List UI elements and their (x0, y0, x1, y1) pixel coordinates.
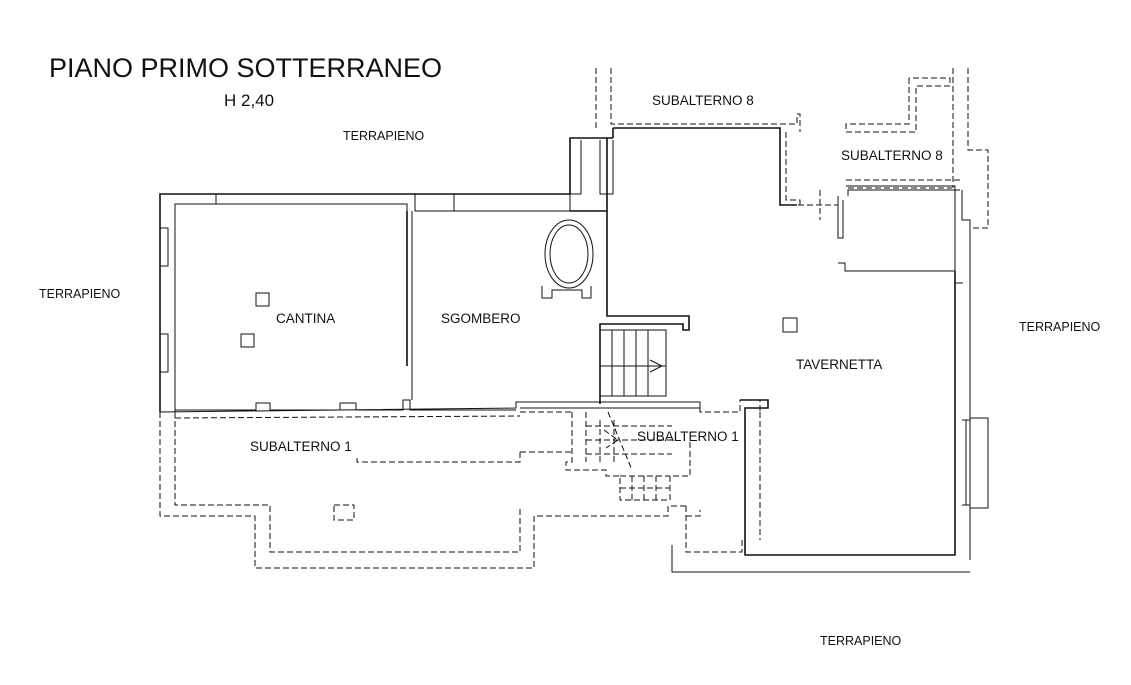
room-label-sgombero: SGOMBERO (441, 311, 521, 326)
neighbor-label-subalterno8-top: SUBALTERNO 8 (652, 93, 754, 108)
unit-walls (159, 127, 989, 573)
terrapieno-bottom-label: TERRAPIENO (820, 634, 902, 648)
terrapieno-left-label: TERRAPIENO (39, 287, 121, 301)
cantina-marker-1 (255, 292, 270, 307)
terrapieno-top-label: TERRAPIENO (343, 129, 425, 143)
room-label-cantina: CANTINA (276, 311, 335, 326)
neighbor-label-subalterno8-right: SUBALTERNO 8 (841, 148, 943, 163)
neighbor-label-subalterno1-left: SUBALTERNO 1 (250, 439, 352, 454)
plan-title: PIANO PRIMO SOTTERRANEO (49, 53, 442, 83)
terrapieno-right-label: TERRAPIENO (1019, 320, 1101, 334)
height-note: H 2,40 (224, 91, 274, 110)
room-label-tavernetta: TAVERNETTA (796, 357, 882, 372)
neighbor-walls (159, 68, 989, 569)
cantina-marker-2 (240, 333, 255, 348)
stair-upper (599, 329, 667, 397)
neighbor-label-subalterno1-stair: SUBALTERNO 1 (637, 429, 739, 444)
tavernetta-marker (782, 317, 798, 333)
